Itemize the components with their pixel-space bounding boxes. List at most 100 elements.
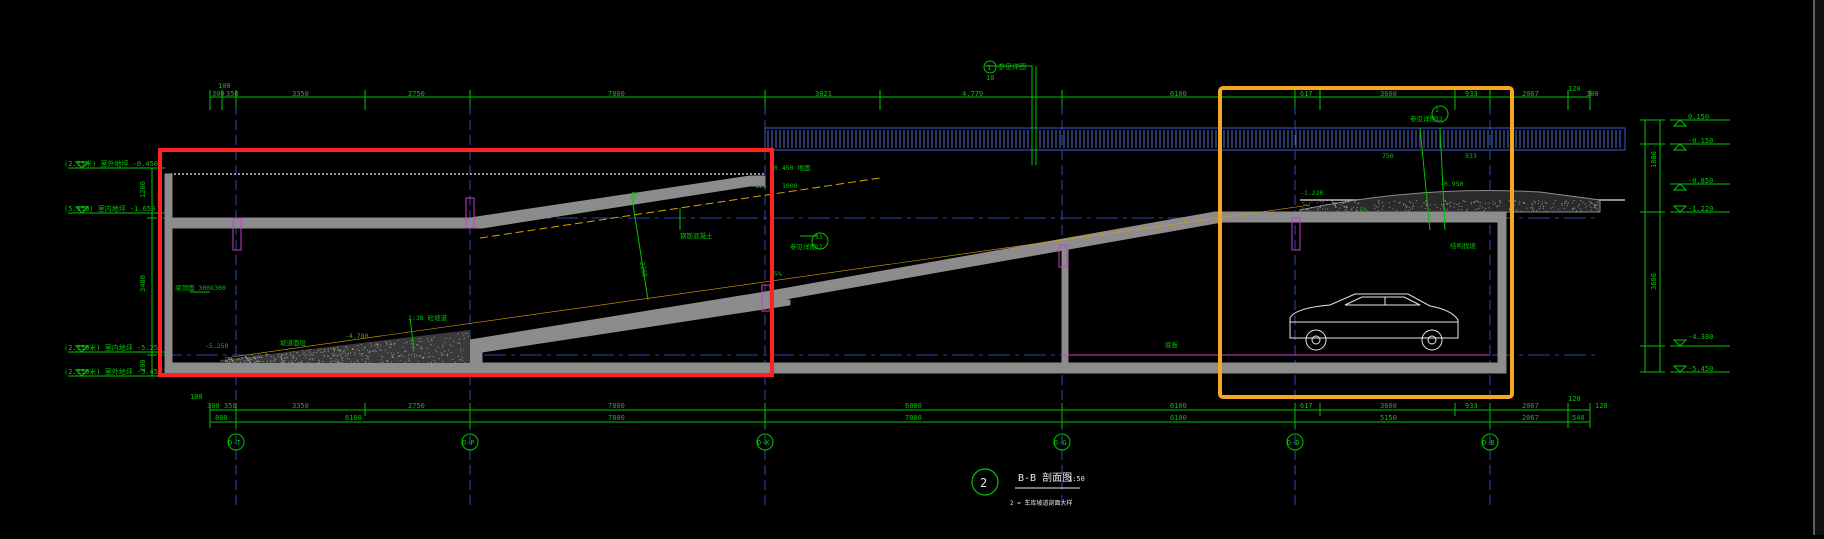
hatch-dot: [1488, 207, 1490, 209]
annotation-text: 坡道面层: [280, 338, 307, 347]
hatch-dot: [302, 350, 304, 352]
hatch-dot: [423, 357, 424, 359]
annotation-text: 1:38 砼坡道: [408, 313, 448, 322]
hatch-dot: [290, 355, 292, 357]
hatch-dot: [1564, 207, 1565, 209]
hatch-dot: [1406, 205, 1408, 207]
hatch-dot: [1445, 201, 1447, 203]
hatch-dot: [306, 349, 307, 351]
hatch-dot: [1572, 202, 1574, 204]
hatch-dot: [428, 362, 429, 364]
hatch-dot: [246, 360, 248, 362]
hatch-dot: [247, 359, 249, 361]
hatch-dot: [341, 358, 343, 360]
hatch-dot: [451, 345, 453, 347]
hatch-dot: [296, 352, 298, 354]
hatch-dot: [1429, 208, 1431, 210]
axis-bubble[interactable]: D-G: [1053, 433, 1071, 451]
axis-bubble[interactable]: D-K: [756, 433, 774, 451]
hatch-dot: [346, 354, 348, 356]
hatch-dot: [1519, 201, 1521, 203]
hatch-dot: [1541, 204, 1543, 205]
hatch-dot: [261, 355, 263, 357]
hatch-dot: [322, 361, 324, 363]
hatch-dot: [1347, 201, 1349, 203]
hatch-dot: [330, 361, 332, 363]
hatch-dot: [1319, 206, 1321, 208]
hatch-dot: [1356, 210, 1358, 212]
hatch-dot: [1531, 204, 1533, 206]
hatch-dot: [327, 355, 329, 357]
annotation-text: -4.780: [345, 332, 369, 340]
hatch-dot: [402, 356, 404, 357]
hatch-dot: [236, 359, 238, 361]
annotation-text: 底板: [1165, 340, 1179, 349]
hatch-dot: [459, 338, 461, 340]
axis-bubble[interactable]: D-P: [461, 433, 479, 451]
hatch-dot: [1305, 209, 1307, 211]
hatch-dot: [296, 358, 297, 360]
hatch-dot: [1595, 207, 1597, 209]
callout-note: 参见详图: [790, 242, 816, 251]
hatch-dot: [335, 358, 337, 360]
hatch-dot: [1358, 203, 1360, 205]
hatch-dot: [377, 343, 379, 345]
hatch-dot: [253, 357, 255, 358]
hatch-dot: [270, 356, 272, 358]
hatch-dot: [231, 360, 233, 362]
drawing-number: 2: [980, 476, 987, 490]
hatch-dot: [410, 354, 412, 356]
axis-bubble[interactable]: D-B: [1481, 433, 1499, 451]
axis-bubble[interactable]: D-T: [227, 433, 245, 451]
hatch-dot: [332, 352, 334, 354]
hatch-dot: [1450, 201, 1452, 203]
drawing-title: B-B 剖面图: [1018, 471, 1072, 484]
hatch-dot: [1476, 208, 1478, 210]
hatch-dot: [1344, 202, 1346, 203]
hatch-dot: [1446, 203, 1448, 205]
hatch-dot: [390, 361, 392, 363]
hatch-dot: [266, 355, 268, 357]
hatch-dot: [407, 341, 408, 343]
hatch-dot: [458, 359, 460, 361]
dim-text: 2067: [1522, 90, 1539, 98]
dim-text: 350: [226, 90, 239, 98]
hatch-dot: [384, 349, 386, 351]
hatch-dot: [1580, 208, 1582, 210]
hatch-dot: [1429, 204, 1431, 206]
hatch-dot: [1530, 207, 1532, 209]
hatch-dot: [357, 361, 359, 363]
hatch-dot: [362, 349, 364, 351]
dim-text: 3600: [1380, 90, 1397, 98]
dim-text: 2067: [1522, 414, 1539, 422]
hatch-dot: [1557, 208, 1559, 210]
hatch-dot: [1561, 204, 1563, 206]
hatch-dot: [318, 359, 320, 361]
dim-text: 800: [215, 414, 228, 422]
highlight-box-red[interactable]: [158, 148, 774, 377]
hatch-dot: [429, 356, 431, 358]
hatch-dot: [1552, 206, 1554, 208]
axis-bubble[interactable]: D-D: [1286, 433, 1304, 451]
hatch-dot: [1508, 208, 1510, 210]
hatch-dot: [228, 357, 230, 359]
highlight-box-orange[interactable]: [1218, 86, 1514, 399]
hatch-dot: [1590, 206, 1592, 208]
drawing-subtitle: 2 = 车库坡道剖面大样: [1010, 499, 1072, 507]
hatch-dot: [1538, 200, 1539, 202]
hatch-dot: [379, 349, 381, 351]
hatch-dot: [282, 360, 283, 362]
hatch-dot: [346, 346, 347, 348]
hatch-dot: [333, 354, 335, 356]
hatch-dot: [409, 361, 411, 363]
hatch-dot: [324, 350, 326, 352]
hatch-dot: [367, 358, 369, 360]
hatch-dot: [1526, 207, 1528, 209]
hatch-dot: [277, 356, 279, 358]
hatch-dot: [413, 353, 415, 355]
hatch-dot: [251, 359, 253, 361]
level-label: -1.220: [1688, 205, 1713, 213]
hatch-dot: [382, 361, 384, 363]
hatch-dot: [299, 361, 301, 363]
